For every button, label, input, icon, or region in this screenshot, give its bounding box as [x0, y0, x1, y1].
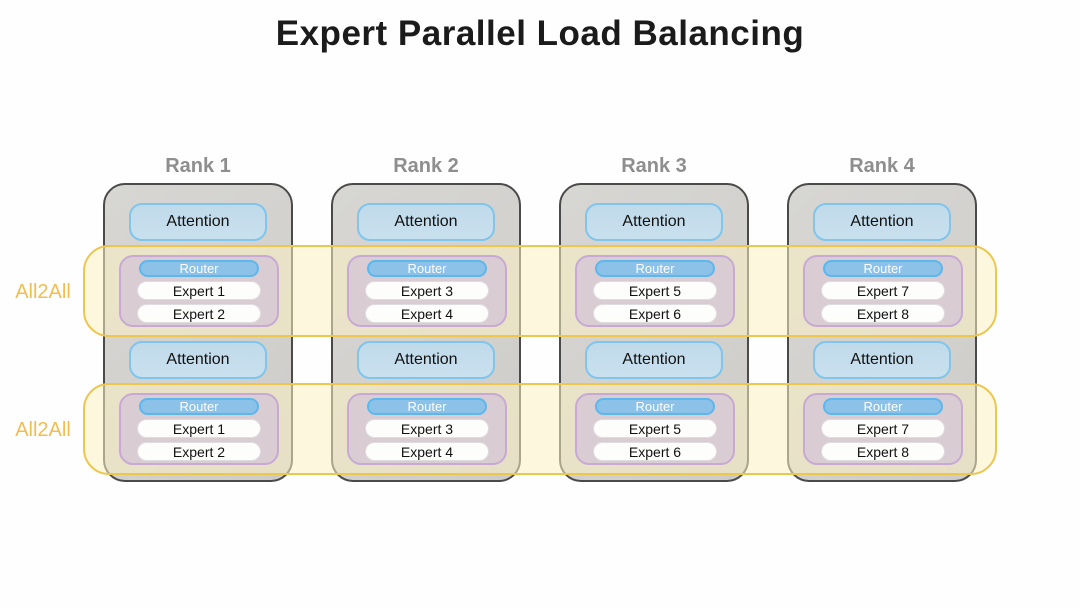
rank-1-label: Rank 1	[165, 155, 231, 177]
attention-block: Attention	[357, 341, 495, 379]
attention-block: Attention	[357, 203, 495, 241]
diagram-title: Expert Parallel Load Balancing	[275, 14, 805, 53]
moe-group: Router Expert 1 Expert 2	[119, 255, 279, 327]
attention-block: Attention	[813, 341, 951, 379]
expert-block: Expert 7	[821, 419, 945, 438]
expert-block: Expert 5	[593, 281, 717, 300]
rank-1-column: Attention Router Expert 1 Expert 2 Atten…	[103, 183, 293, 482]
expert-block: Expert 6	[593, 442, 717, 461]
moe-group: Router Expert 7 Expert 8	[803, 393, 963, 465]
expert-block: Expert 2	[137, 442, 261, 461]
moe-group: Router Expert 3 Expert 4	[347, 393, 507, 465]
router-block: Router	[823, 398, 943, 415]
expert-block: Expert 1	[137, 419, 261, 438]
router-block: Router	[139, 260, 259, 277]
moe-group: Router Expert 5 Expert 6	[575, 393, 735, 465]
expert-block: Expert 8	[821, 304, 945, 323]
attention-block: Attention	[129, 341, 267, 379]
attention-block: Attention	[585, 203, 723, 241]
moe-group: Router Expert 7 Expert 8	[803, 255, 963, 327]
rank-4-label: Rank 4	[849, 155, 915, 177]
expert-block: Expert 1	[137, 281, 261, 300]
expert-block: Expert 4	[365, 442, 489, 461]
router-block: Router	[595, 260, 715, 277]
router-block: Router	[139, 398, 259, 415]
router-block: Router	[595, 398, 715, 415]
attention-block: Attention	[129, 203, 267, 241]
moe-group: Router Expert 3 Expert 4	[347, 255, 507, 327]
rank-3-label: Rank 3	[621, 155, 687, 177]
moe-group: Router Expert 5 Expert 6	[575, 255, 735, 327]
attention-block: Attention	[585, 341, 723, 379]
all2all-label-top: All2All	[15, 281, 71, 303]
expert-block: Expert 4	[365, 304, 489, 323]
attention-block: Attention	[813, 203, 951, 241]
router-block: Router	[823, 260, 943, 277]
expert-block: Expert 8	[821, 442, 945, 461]
rank-2-label: Rank 2	[393, 155, 459, 177]
expert-block: Expert 7	[821, 281, 945, 300]
expert-block: Expert 6	[593, 304, 717, 323]
all2all-label-bottom: All2All	[15, 419, 71, 441]
router-block: Router	[367, 260, 487, 277]
expert-block: Expert 3	[365, 281, 489, 300]
expert-block: Expert 3	[365, 419, 489, 438]
router-block: Router	[367, 398, 487, 415]
expert-block: Expert 5	[593, 419, 717, 438]
moe-group: Router Expert 1 Expert 2	[119, 393, 279, 465]
expert-block: Expert 2	[137, 304, 261, 323]
